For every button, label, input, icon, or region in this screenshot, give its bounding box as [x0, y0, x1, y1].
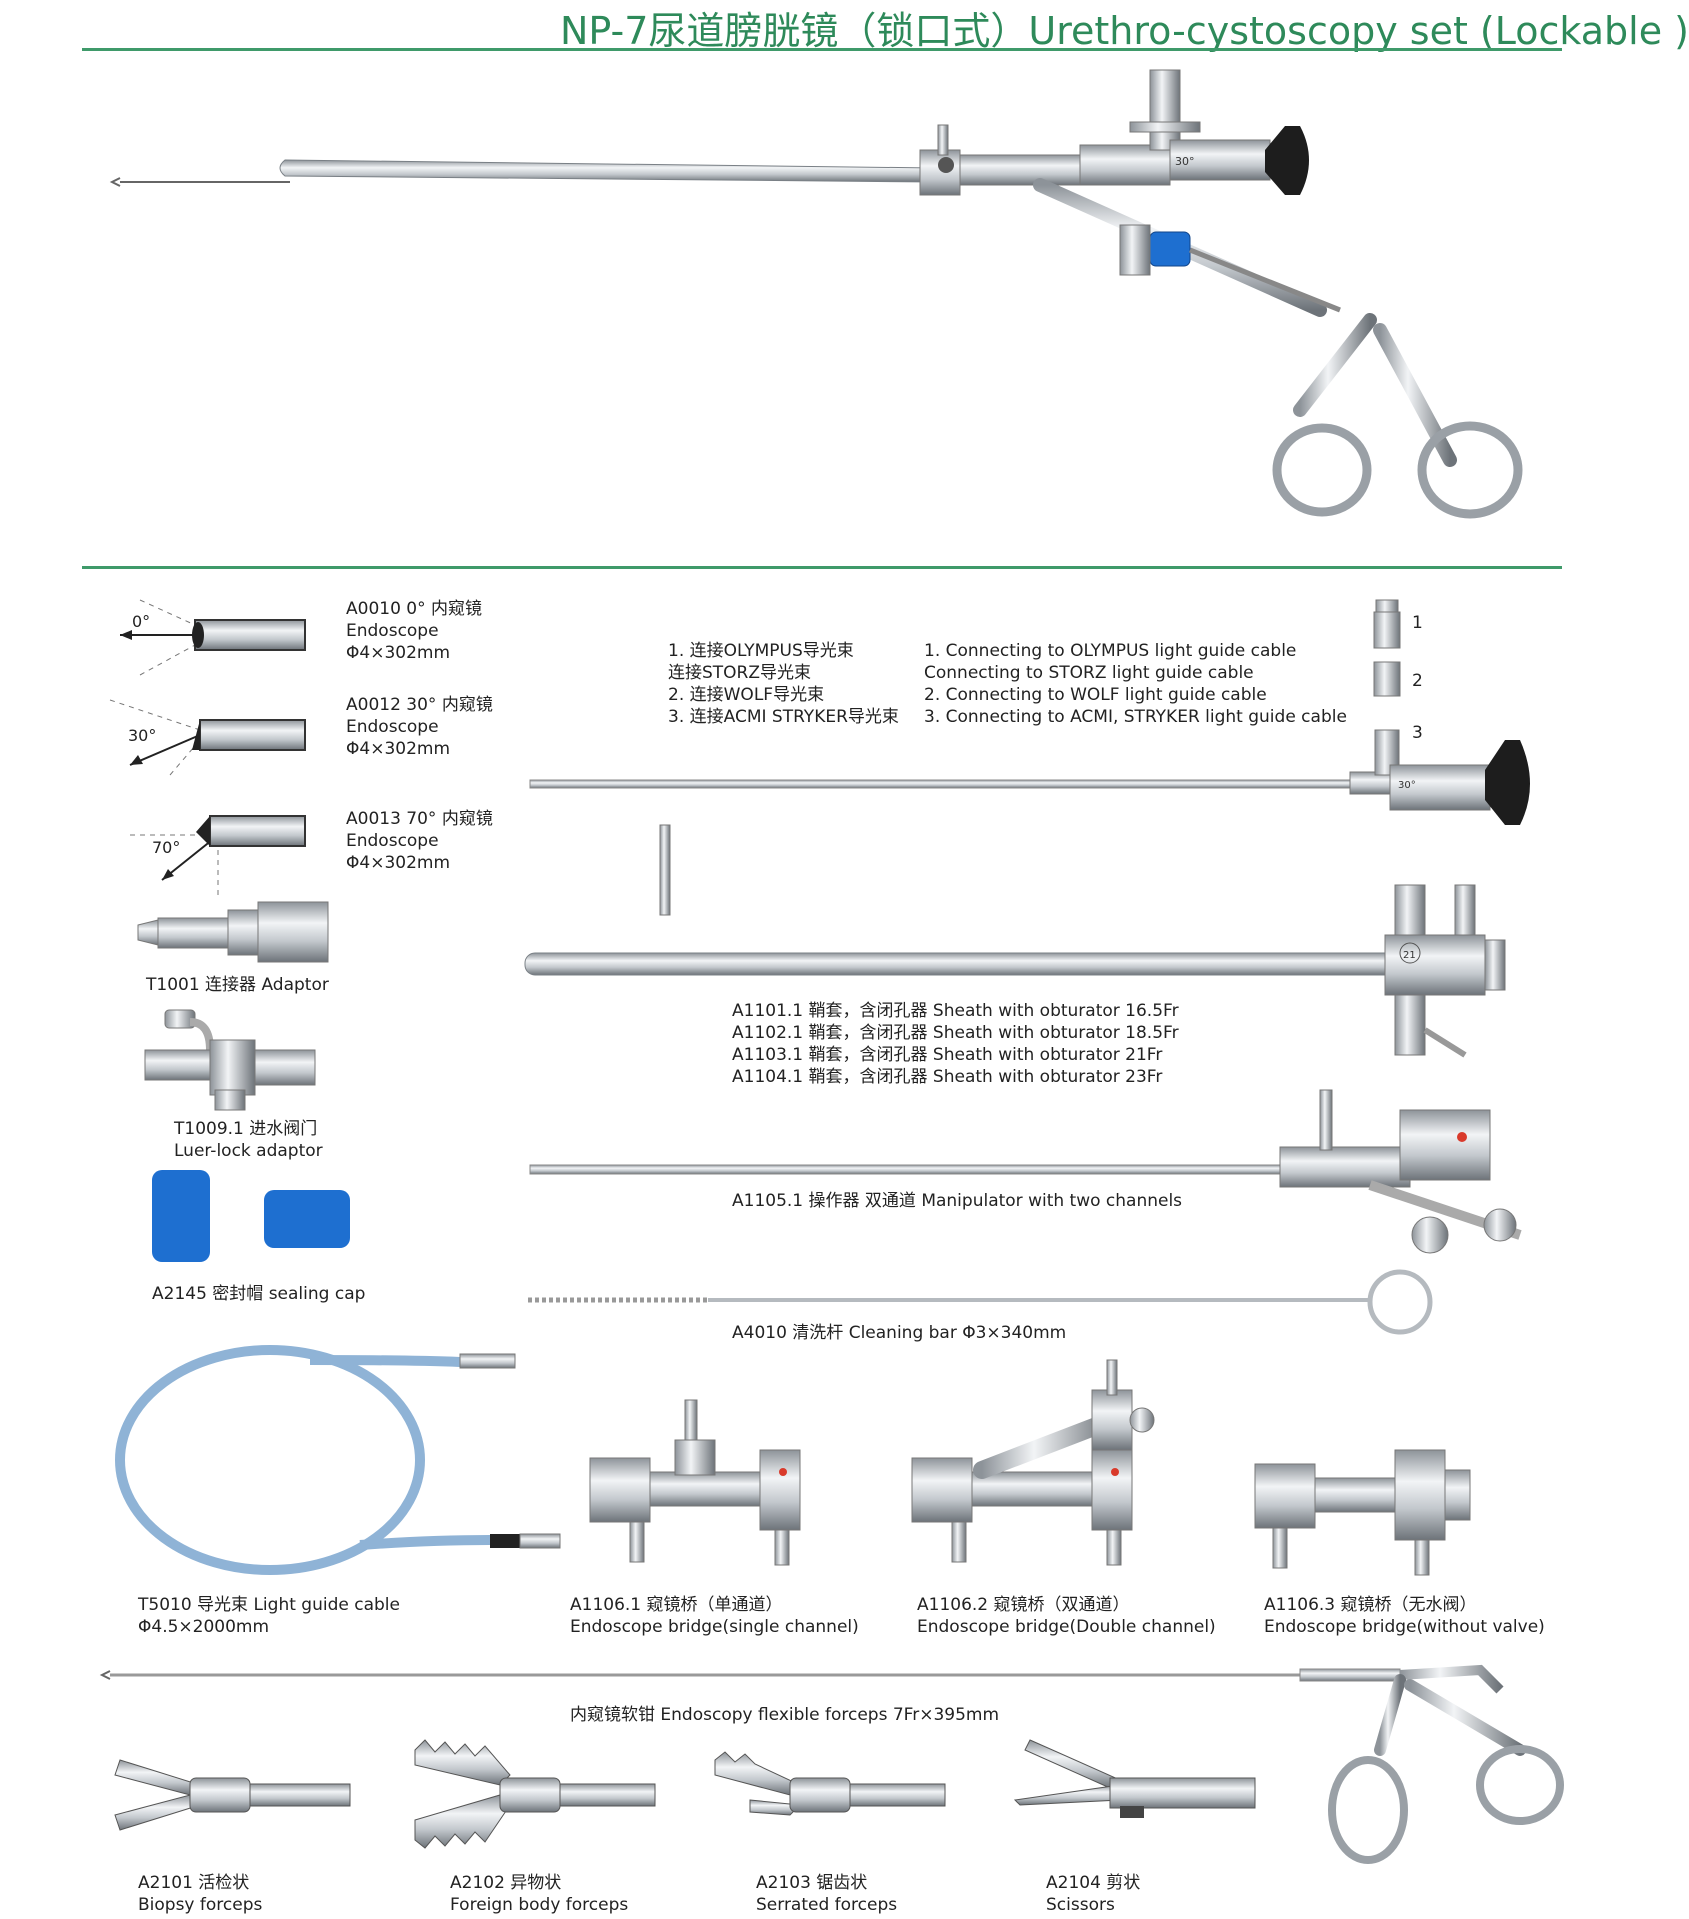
sheath-number-marking: 21	[1403, 950, 1416, 961]
section-divider	[82, 566, 1562, 569]
sheath-image: 21	[524, 824, 1506, 1058]
connections-english: 1. Connecting to OLYMPUS light guide cab…	[924, 641, 1347, 727]
light-guide-cable-image	[115, 1345, 561, 1575]
adaptor-image	[137, 901, 329, 963]
endoscope-tip-30-angle: 30°	[128, 726, 157, 745]
endoscope-tip-70-image	[130, 815, 306, 895]
flexible-forceps-label: 内窥镜软钳 Endoscopy flexible forceps 7Fr×395…	[570, 1705, 1000, 1725]
telescope-image: 30°	[529, 729, 1530, 825]
luer-lock-image	[144, 1009, 316, 1111]
connector-1-image	[1373, 599, 1401, 649]
scope-angle-marking: 30°	[1175, 155, 1195, 168]
bridge-without-valve-label: A1106.3 窥镜桥（无水阀）Endoscope bridge(without…	[1264, 1595, 1545, 1637]
assembled-cystoscope-image: 30°	[109, 69, 1523, 519]
endoscope-tip-0-image	[120, 599, 306, 676]
connector-number-2: 2	[1412, 671, 1423, 691]
sheath-list: A1101.1 鞘套，含闭孔器 Sheath with obturator 16…	[732, 1001, 1179, 1087]
sealing-cap-2-image	[264, 1190, 350, 1248]
cleaning-bar-label: A4010 清洗杆 Cleaning bar Φ3×340mm	[732, 1323, 1067, 1343]
manipulator-image	[529, 1089, 1522, 1254]
connector-number-3: 3	[1412, 723, 1423, 743]
title-divider	[82, 48, 1562, 51]
scissors-image	[1013, 1739, 1256, 1818]
connector-number-1: 1	[1412, 613, 1423, 633]
flexible-forceps-image	[99, 1664, 1564, 1864]
endoscope-tip-30-image	[109, 699, 306, 776]
sealing-cap-label: A2145 密封帽 sealing cap	[152, 1284, 366, 1304]
bridge-double-image	[911, 1359, 1155, 1566]
biopsy-forceps-image	[114, 1759, 351, 1831]
manipulator-label: A1105.1 操作器 双通道 Manipulator with two cha…	[732, 1191, 1183, 1211]
bridge-double-label: A1106.2 窥镜桥（双通道）Endoscope bridge(Double …	[917, 1595, 1216, 1637]
cleaning-bar-image	[528, 1269, 1433, 1335]
connector-2-image	[1373, 661, 1401, 697]
bridge-single-image	[589, 1399, 801, 1566]
telescope-angle-marking: 30°	[1398, 780, 1416, 791]
bridge-without-valve-image	[1254, 1449, 1471, 1576]
page-title: NP-7尿道膀胱镜（锁口式）Urethro-cystoscopy set (Lo…	[560, 9, 1689, 53]
bridge-single-label: A1106.1 窥镜桥（单通道）Endoscope bridge(single …	[570, 1595, 859, 1637]
endoscope-tip-0-angle: 0°	[132, 612, 151, 631]
serrated-forceps-image	[714, 1751, 946, 1816]
sealing-cap-1-image	[152, 1170, 210, 1262]
foreign-body-forceps-image	[414, 1739, 656, 1849]
adaptor-label: T1001 连接器 Adaptor	[146, 975, 329, 995]
endoscope-tip-70-angle: 70°	[152, 838, 181, 857]
